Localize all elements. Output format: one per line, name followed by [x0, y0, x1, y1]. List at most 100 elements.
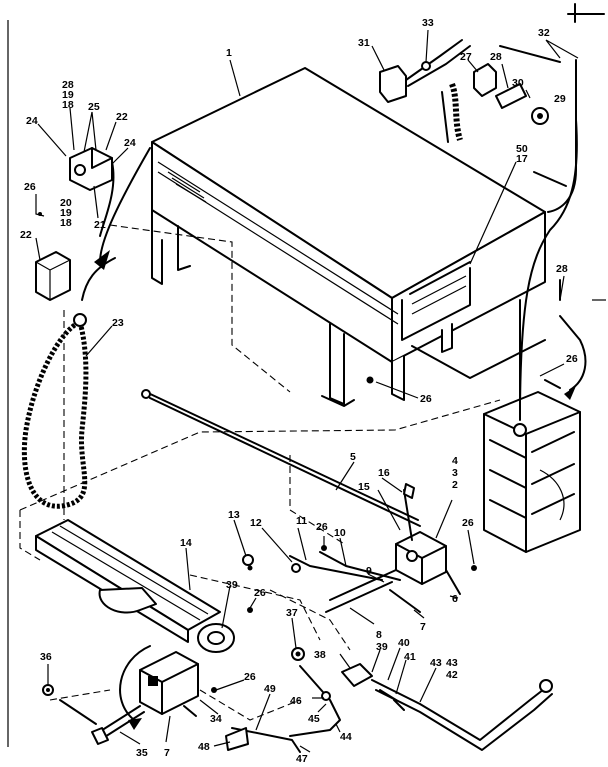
label-part-11: 11	[296, 515, 307, 527]
thermostat-part-27	[473, 63, 497, 97]
label-part-39b: 39	[376, 641, 388, 653]
label-part-26g: 26	[244, 671, 256, 683]
control-assembly	[59, 645, 199, 745]
line-part-36	[59, 699, 97, 725]
label-part-36: 36	[40, 651, 52, 663]
bracket-part-30	[495, 83, 527, 109]
dashed-guide-1	[109, 224, 291, 393]
cabinet-vent-lines	[167, 171, 207, 203]
label-part-43b: 43	[446, 657, 458, 669]
leader-25	[83, 111, 97, 153]
label-part-6: 6	[452, 593, 458, 605]
leader-lines	[35, 29, 579, 753]
label-part-18a: 18	[62, 99, 74, 111]
label-part-24b: 24	[124, 137, 136, 149]
dashed-guide-8	[49, 689, 111, 701]
leader-15	[377, 489, 401, 531]
screw-part-26g	[211, 687, 217, 693]
label-part-22b: 22	[20, 229, 32, 241]
label-part-1: 1	[226, 47, 232, 59]
arrow-curve-left-2	[99, 161, 115, 237]
leader-23	[85, 325, 113, 357]
label-part-43a: 43	[430, 657, 442, 669]
cabinet-assembly	[151, 67, 546, 407]
fitting-part-46	[321, 691, 331, 701]
dashed-guide-5	[19, 510, 41, 561]
leader-47	[299, 745, 311, 753]
label-part-27: 27	[460, 51, 472, 63]
label-part-20: 20	[60, 197, 72, 209]
dashed-guide-3	[19, 399, 501, 511]
leader-34	[199, 699, 219, 715]
label-part-7a: 7	[420, 621, 426, 633]
control-box-part-34	[139, 651, 199, 715]
leader-8	[349, 607, 375, 625]
label-part-19a: 19	[62, 89, 74, 101]
rod-part-32	[499, 45, 561, 63]
label-part-2: 2	[452, 479, 458, 491]
leader-28a	[501, 63, 509, 89]
leader-16	[381, 477, 403, 493]
leader-22b	[35, 237, 41, 261]
leader-10	[339, 537, 347, 567]
leader-26c	[539, 363, 565, 377]
screw-part-13-center	[247, 565, 253, 571]
tube-part-43-edge	[375, 689, 553, 751]
label-part-28a: 28	[490, 51, 502, 63]
conduit-part-23	[21, 319, 89, 509]
label-part-14: 14	[180, 537, 192, 549]
screw-part-26b	[366, 376, 374, 384]
label-part-26e: 26	[462, 517, 474, 529]
line-part-11	[289, 555, 383, 581]
control-box-edges	[139, 663, 199, 715]
wire-connector	[421, 61, 431, 71]
housing-shelves	[489, 439, 527, 519]
fitting-part-40-41	[379, 689, 405, 711]
leader-17	[469, 161, 517, 265]
label-part-44: 44	[340, 731, 352, 743]
housing-arrow-head	[564, 386, 576, 400]
label-part-49: 49	[264, 683, 276, 695]
leader-24a	[37, 123, 67, 157]
rod-end-cap	[141, 389, 151, 399]
leader-9	[367, 573, 385, 583]
leader-32	[545, 39, 579, 59]
leader-26b	[375, 381, 419, 399]
leader-26e	[467, 529, 475, 565]
label-part-8: 8	[376, 629, 382, 641]
label-part-29a: 29	[554, 93, 566, 105]
label-part-23: 23	[112, 317, 124, 329]
leader-33	[425, 29, 429, 63]
tube-part-43	[371, 679, 549, 741]
cabinet-leg-4	[391, 355, 405, 401]
screw-part-36-center	[46, 688, 50, 692]
housing-edges	[483, 411, 581, 553]
gas-valve-assembly	[289, 483, 461, 613]
leader-28c	[559, 275, 565, 301]
label-part-17: 17	[516, 153, 528, 165]
arrow-curve-left	[99, 147, 151, 263]
housing-fitting	[513, 423, 527, 437]
junction-box-edges	[35, 259, 71, 300]
leader-45	[317, 703, 327, 713]
cabinet-leg-foot	[321, 395, 355, 407]
leader-26g	[215, 679, 245, 691]
leader-39a	[221, 585, 231, 629]
leader-26f	[249, 597, 257, 609]
pipe-part-6	[445, 569, 461, 595]
fitting-part-38	[341, 663, 373, 687]
burner-part-14	[35, 519, 235, 653]
leader-22a	[105, 121, 117, 151]
fitting-part-48	[225, 727, 249, 751]
leader-24b	[111, 147, 129, 165]
dashed-guide-7	[199, 689, 301, 721]
screw-part-26e	[471, 565, 477, 571]
cabinet-slot	[411, 275, 467, 315]
label-part-10: 10	[334, 527, 346, 539]
label-part-34: 34	[210, 713, 222, 725]
wire-right-2	[519, 119, 578, 421]
label-part-26f: 26	[254, 587, 266, 599]
rod-part-5-edge	[149, 397, 421, 527]
label-part-45: 45	[308, 713, 320, 725]
